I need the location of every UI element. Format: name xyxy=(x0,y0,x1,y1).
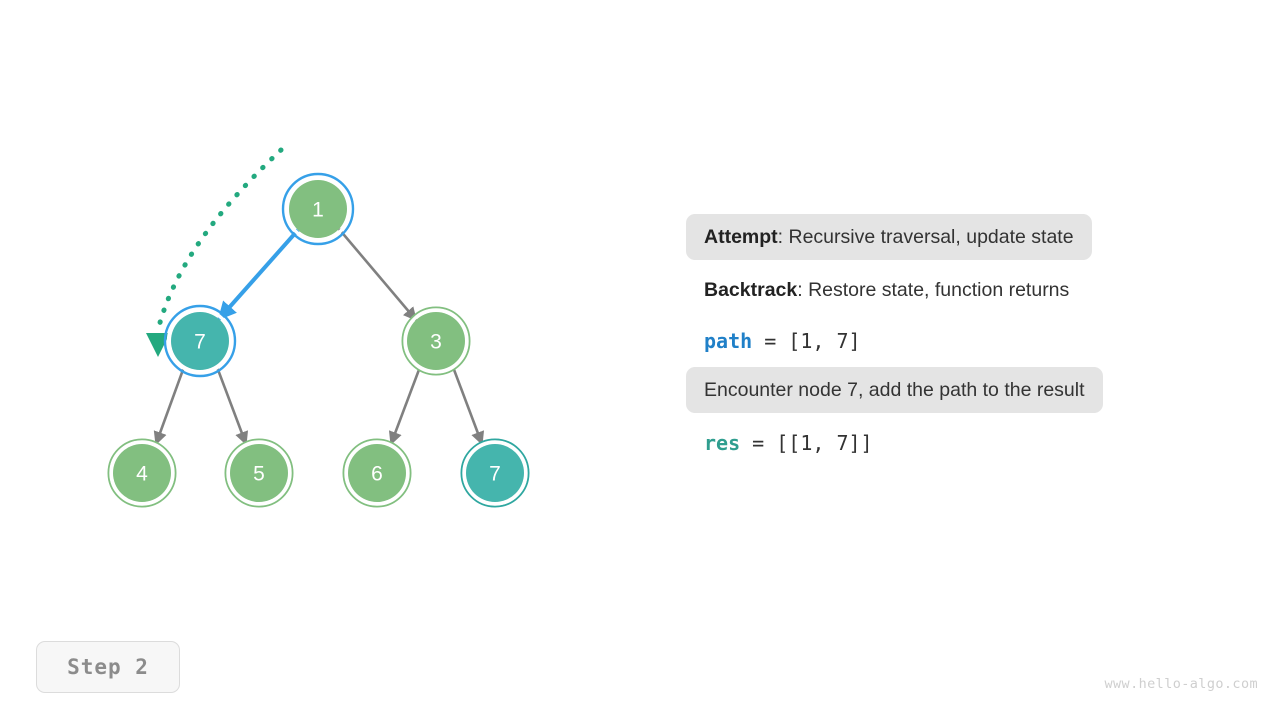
attempt-highlight-box: Attempt: Recursive traversal, update sta… xyxy=(686,214,1092,260)
tree-node-1[interactable]: 1 xyxy=(281,172,355,246)
tree-node-5[interactable]: 5 xyxy=(224,438,294,508)
tree-node-5-label: 5 xyxy=(253,463,265,486)
attempt-strong: Attempt xyxy=(704,225,778,248)
path-expr: = [1, 7] xyxy=(752,329,861,353)
res-code: res = [[1, 7]] xyxy=(704,431,873,455)
panel-row-backtrack: Backtrack: Restore state, function retur… xyxy=(686,265,1206,315)
attempt-rest: : Recursive traversal, update state xyxy=(777,225,1074,248)
binary-tree-diagram: 1 7 3 4 xyxy=(107,147,530,508)
tree-nodes: 1 7 3 4 xyxy=(107,172,530,508)
encounter-text: Encounter node 7, add the path to the re… xyxy=(704,378,1085,401)
edge-3-to-6 xyxy=(388,366,422,446)
attempt-text: Attempt: Recursive traversal, update sta… xyxy=(704,226,1074,249)
watermark-text: www.hello-algo.com xyxy=(1104,676,1258,692)
backtrack-box: Backtrack: Restore state, function retur… xyxy=(686,267,1087,313)
path-box: path = [1, 7] xyxy=(686,318,879,364)
encounter-highlight-box: Encounter node 7, add the path to the re… xyxy=(686,367,1103,413)
tree-node-3-label: 3 xyxy=(430,331,442,354)
edge-1-to-7 xyxy=(217,228,300,321)
tree-node-1-label: 1 xyxy=(312,199,324,222)
panel-row-attempt: Attempt: Recursive traversal, update sta… xyxy=(686,214,1206,264)
tree-node-7-left-label: 7 xyxy=(194,331,206,354)
edge-7-to-5 xyxy=(215,366,249,446)
backtrack-strong: Backtrack xyxy=(704,278,798,301)
tree-node-3[interactable]: 3 xyxy=(401,306,471,376)
tree-node-7-leaf-label: 7 xyxy=(489,463,501,486)
panel-row-encounter: Encounter node 7, add the path to the re… xyxy=(686,367,1206,417)
tree-node-6-label: 6 xyxy=(371,463,383,486)
res-var-name: res xyxy=(704,431,741,455)
path-code: path = [1, 7] xyxy=(704,329,861,353)
tree-edges xyxy=(153,228,485,446)
tree-node-4-label: 4 xyxy=(136,463,148,486)
watermark: www.hello-algo.com xyxy=(1070,660,1258,708)
res-expr: = [[1, 7]] xyxy=(740,431,873,455)
panel-row-path: path = [1, 7] xyxy=(686,316,1206,366)
backtrack-text: Backtrack: Restore state, function retur… xyxy=(704,279,1069,302)
path-var-name: path xyxy=(704,329,753,353)
step-badge-label: Step 2 xyxy=(67,655,149,679)
tree-node-7-leaf[interactable]: 7 xyxy=(460,438,530,508)
res-box: res = [[1, 7]] xyxy=(686,420,891,466)
tree-node-6[interactable]: 6 xyxy=(342,438,412,508)
panel-row-res: res = [[1, 7]] xyxy=(686,418,1206,468)
edge-1-to-3 xyxy=(338,228,417,322)
edge-3-to-7 xyxy=(451,366,485,446)
tree-node-7-left[interactable]: 7 xyxy=(163,304,237,378)
edge-7-to-4 xyxy=(153,366,186,446)
backtrack-rest: : Restore state, function returns xyxy=(797,278,1070,301)
step-badge: Step 2 xyxy=(36,641,180,693)
info-panel: Attempt: Recursive traversal, update sta… xyxy=(686,214,1206,469)
tree-node-4[interactable]: 4 xyxy=(107,438,177,508)
